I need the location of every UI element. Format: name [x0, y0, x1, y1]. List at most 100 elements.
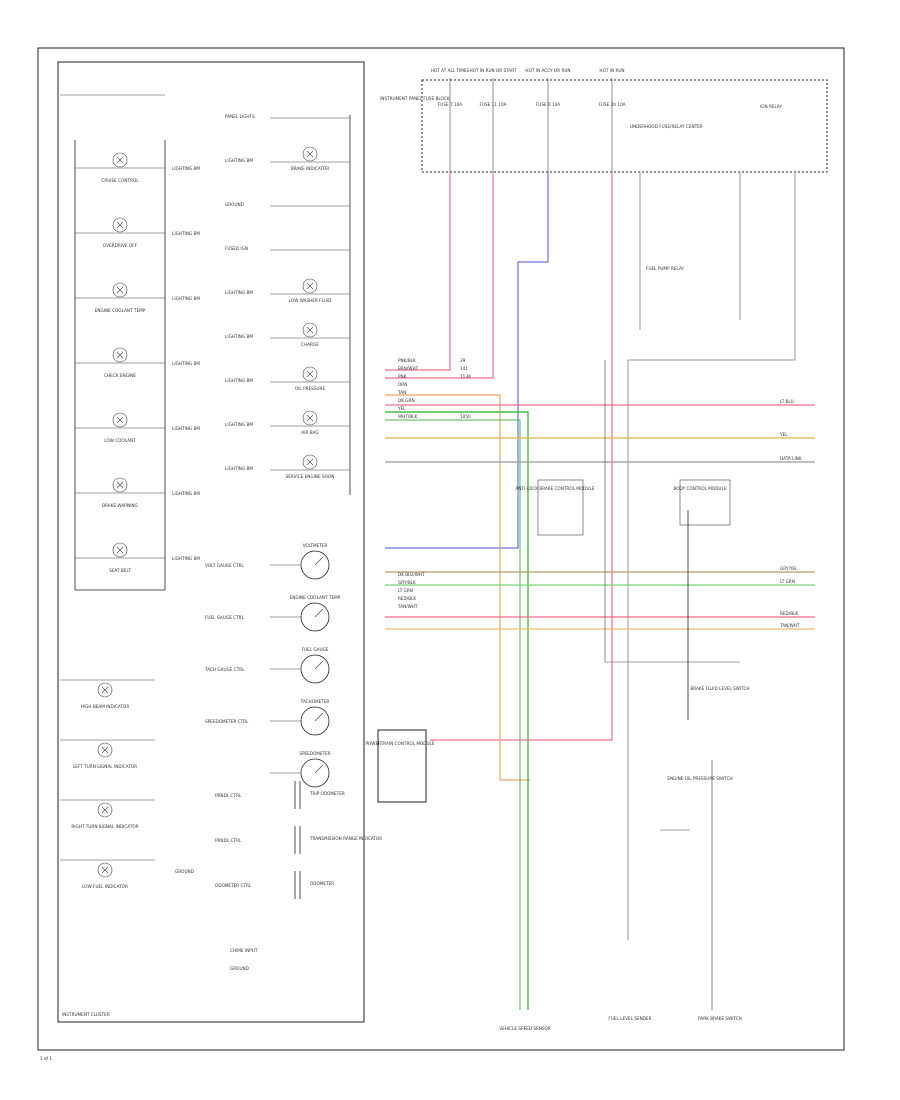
lamp-label: HIGH BEAM INDICATOR — [81, 704, 130, 709]
wire-color-label: BRN/WHT — [398, 366, 419, 371]
meter-icon — [294, 871, 301, 899]
destination-label: TAN/WHT — [779, 623, 800, 628]
pin-label: CHIME INPUT — [230, 948, 258, 953]
wire-color-label: PNK — [398, 374, 407, 379]
component-label: ANTI-LOCK BRAKE CONTROL MODULE — [516, 486, 595, 491]
indicator-lamp-icon — [97, 742, 113, 758]
gauge-icon — [270, 550, 330, 580]
pin-label: GROUND — [230, 966, 249, 971]
wire-color-label: LT GRN — [398, 588, 413, 593]
indicator-lamp-icon — [302, 322, 318, 338]
fuse-source-label: HOT IN RUN — [599, 68, 624, 73]
destination-label: YEL — [779, 432, 788, 437]
input-circuit-label: LIGHTING BM — [225, 378, 253, 383]
gauge-icon — [270, 706, 330, 736]
wire-orange — [385, 394, 530, 781]
meter-label: ODOMETER — [310, 881, 334, 886]
meter-label: TRANSMISSION RANGE INDICATOR — [309, 836, 382, 841]
fuse-block-box — [421, 79, 828, 173]
input-circuit-label: PANEL LIGHTS — [225, 114, 255, 119]
fuse-source-label: HOT AT ALL TIMES — [431, 68, 470, 73]
component-label: PARK BRAKE SWITCH — [698, 1016, 742, 1021]
circuit-label: LIGHTING BM — [172, 491, 200, 496]
device-label: CHARGE — [301, 342, 319, 347]
indicator-lamp-icon — [302, 278, 318, 294]
lamp-label: LOW FUEL INDICATOR — [82, 884, 128, 889]
gauge-label: ENGINE COOLANT TEMP — [290, 595, 341, 600]
wire-gray-3 — [627, 172, 796, 940]
device-label: BRAKE INDICATOR — [291, 166, 329, 171]
indicator-lamp-icon — [112, 282, 128, 298]
input-circuit-label: LIGHTING BM — [225, 422, 253, 427]
lamp-label: CRUISE CONTROL — [101, 178, 139, 183]
lamp-label: CHECK ENGINE — [104, 373, 136, 378]
indicator-lamp-icon — [112, 412, 128, 428]
indicator-lamp-icon — [112, 152, 128, 168]
wire-blue — [385, 172, 549, 549]
wire-color-label: DK GRN — [398, 398, 415, 403]
gauge-icon — [270, 602, 330, 632]
indicator-lamp-icon — [112, 217, 128, 233]
module-box-1 — [537, 479, 584, 536]
gauge-label: TACHOMETER — [300, 699, 330, 704]
wire-circuit-label: 39 — [460, 358, 466, 363]
wire-color-label: RED/BLK — [398, 596, 416, 601]
component-label: VEHICLE SPEED SENSOR — [499, 1026, 551, 1031]
wire-green-2 — [385, 419, 521, 1010]
left-lamp-group: CRUISE CONTROL LIGHTING BM OVERDRIVE OFF LI… — [75, 152, 200, 573]
circuit-label: GROUND — [175, 869, 194, 874]
input-circuit-label: GROUND — [225, 202, 244, 207]
component-label-group: ANTI-LOCK BRAKE CONTROL MODULE BODY CONTR… — [365, 266, 749, 1031]
gauge-circuit-label: FUEL GAUGE CTRL — [205, 615, 245, 620]
lamp-label: OVERDRIVE OFF — [103, 243, 138, 248]
circuit-label: LIGHTING BM — [172, 426, 200, 431]
wire-circuit-label: 1050 — [460, 414, 471, 419]
destination-label: DATA LINK — [780, 456, 802, 461]
meter-circuit-label: ODOMETER CTRL — [215, 883, 252, 888]
indicator-lamp-icon — [97, 682, 113, 698]
indicator-lamp-icon — [302, 454, 318, 470]
lamp-label: ENGINE COOLANT TEMP — [95, 308, 146, 313]
circuit-label: LIGHTING BM — [172, 556, 200, 561]
indicator-lamp-icon — [97, 802, 113, 818]
indicator-lamp-icon — [112, 477, 128, 493]
input-circuit-label: LIGHTING BM — [225, 466, 253, 471]
component-label: BODY CONTROL MODULE — [674, 486, 727, 491]
component-label: FUEL LEVEL SENDER — [608, 1016, 651, 1021]
gauge-icon — [270, 654, 330, 684]
indicator-lamp-icon — [302, 146, 318, 162]
lamp-label: SEAT BELT — [109, 568, 131, 573]
input-circuit-label: FUSED IGN — [225, 246, 248, 251]
wire-color-label: DK BLU/WHT — [398, 572, 425, 577]
meter-circuit-label: PRNDL CTRL — [215, 793, 242, 798]
wire-green — [385, 411, 529, 1010]
device-label: AIR BAG — [301, 430, 318, 435]
indicator-lamp-icon — [97, 862, 113, 878]
wire-pink-2 — [385, 172, 494, 379]
component-label: POWERTRAIN CONTROL MODULE — [365, 741, 434, 746]
wire-color-label: PNK/BLK — [398, 358, 416, 363]
wire-color-label: YEL — [397, 406, 406, 411]
device-label: SERVICE ENGINE SOON — [286, 474, 335, 479]
destination-label: RED/BLK — [780, 611, 798, 616]
meter-circuit-label: PRNDL CTRL — [215, 838, 242, 843]
gauge-icon — [270, 758, 330, 788]
gauge-circuit-label: VOLT GAUGE CTRL — [205, 563, 245, 568]
page-id: 1 of 1 — [40, 1056, 52, 1061]
circuit-label: LIGHTING BM — [172, 231, 200, 236]
fuse-source-label: HOT IN ACCY OR RUN — [525, 68, 570, 73]
gauge-label: SPEEDOMETER — [299, 751, 330, 756]
destination-label: GRY/YEL — [780, 566, 798, 571]
component-label: BRAKE FLUID LEVEL SWITCH — [690, 686, 749, 691]
input-circuit-label: LIGHTING BM — [225, 158, 253, 163]
lamp-label: LOW COOLANT — [104, 438, 136, 443]
gauge-label: FUEL GAUGE — [302, 647, 329, 652]
device-label: LOW WASHER FLUID — [289, 298, 331, 303]
wire-pink-3 — [430, 172, 613, 741]
fuse-block-note: UNDERHOOD FUSE/RELAY CENTER — [630, 124, 703, 129]
meter-icon — [294, 781, 301, 809]
indicator-lamp-icon — [302, 366, 318, 382]
